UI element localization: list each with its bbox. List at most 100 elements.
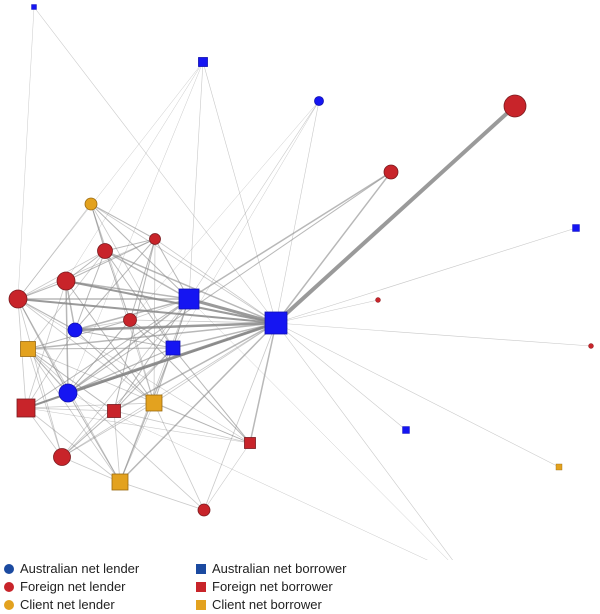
edge-hub-AL3	[275, 100, 320, 324]
edge-hub-FL2	[275, 171, 392, 324]
edge-CB1-FL8	[27, 348, 63, 458]
edge-CB2-FL9	[153, 402, 205, 511]
edge-FB2-FB3	[113, 410, 251, 444]
edge-FL5-CB1	[27, 250, 106, 350]
node-FL1	[503, 94, 527, 118]
edge-B2-CB1	[27, 347, 174, 350]
edge-FB2-CB3	[113, 410, 121, 483]
edge-hub-FB3	[249, 322, 277, 444]
edge-hub-FL1	[274, 104, 517, 325]
edge-FL7-CB2	[129, 319, 155, 404]
edge-FL4-FB1	[25, 280, 67, 409]
edge-CB1-FL9	[27, 348, 205, 511]
edge-hub-FL10	[275, 322, 453, 560]
edge-FL4-FL6	[65, 238, 156, 282]
edge-AL1-CB3	[67, 392, 121, 483]
edge-FL5-FL6	[104, 238, 156, 252]
node-FL5	[97, 243, 113, 259]
node-FL9	[197, 503, 211, 517]
edge-B3-FL3	[17, 61, 204, 300]
network-graph	[8, 4, 594, 560]
node-B1	[178, 288, 200, 310]
edge-hub-FL6	[154, 238, 277, 324]
edge-FB1-FB3	[25, 407, 251, 444]
edge-B2-FL8	[61, 347, 174, 458]
edge-AL1-FL3	[17, 298, 69, 394]
edge-FL4-CB2	[65, 280, 155, 404]
edge-hub-AL2	[73, 321, 278, 332]
node-FL4	[56, 271, 76, 291]
legend-australian-net-borrower: Australian net borrower	[196, 561, 346, 576]
legend-label: Australian net lender	[20, 561, 140, 576]
edge-AL3-AL1	[67, 100, 320, 394]
edge-hub-FL8	[61, 322, 277, 458]
edge-FL10-B1	[188, 298, 449, 560]
edge-hub-FL11	[275, 299, 379, 324]
edge-B1-B3	[188, 61, 204, 300]
node-FL6	[149, 233, 161, 245]
edge-FL10-AL1	[67, 392, 428, 560]
edge-B1-FL8	[61, 298, 190, 458]
legend-foreign-net-borrower: Foreign net borrower	[196, 579, 333, 594]
legend-client-net-lender: Client net lender	[4, 597, 115, 612]
edge-AL2-CB2	[74, 329, 155, 404]
legend-label: Foreign net borrower	[212, 579, 333, 594]
edge-CL1-CB2	[90, 203, 155, 404]
node-layer	[8, 4, 594, 517]
edge-CB1-FB2	[27, 348, 115, 412]
legend-client-net-borrower: Client net borrower	[196, 597, 322, 612]
node-FL3	[8, 289, 28, 309]
edge-B2-CB3	[119, 347, 174, 483]
legend-label: Client net borrower	[212, 597, 322, 612]
edge-FB2-FL8	[61, 410, 115, 458]
edge-hub-CL1	[90, 203, 277, 324]
node-FB1	[16, 398, 36, 418]
node-CL1	[84, 197, 98, 211]
edge-CB2-FL3	[17, 298, 155, 404]
edge-hub-CB2	[153, 322, 277, 404]
node-AL3	[314, 96, 324, 106]
edge-B1-AL3	[188, 100, 320, 300]
edge-hub-FB2	[113, 322, 277, 412]
node-B3	[198, 57, 208, 67]
edge-FL5-CL1	[90, 203, 106, 252]
edge-AL2-FL6	[74, 238, 156, 331]
edge-AL1-FL2	[67, 171, 392, 394]
edge-FL8-CB3	[61, 456, 121, 483]
edge-hub-B5	[275, 322, 407, 431]
edge-B1-CL1	[90, 203, 190, 300]
edge-hub-B3	[202, 61, 277, 324]
edge-B1-FB1	[25, 298, 190, 409]
node-CB2	[145, 394, 163, 412]
legend-foreign-net-lender: Foreign net lender	[4, 579, 126, 594]
edge-hub-CB3	[119, 322, 277, 483]
legend-label: Australian net borrower	[212, 561, 347, 576]
edge-AL1-B2	[67, 347, 174, 394]
legend-label: Client net lender	[20, 597, 115, 612]
legend-australian-net-lender: Australian net lender	[4, 561, 139, 576]
circle-icon	[4, 599, 14, 610]
edge-hub-CB4	[275, 322, 560, 468]
edge-hub-FL9	[203, 322, 277, 511]
node-FL11	[375, 297, 381, 303]
edge-hub-FL12	[275, 322, 592, 347]
edge-Btop-FL3	[17, 6, 35, 300]
circle-icon	[4, 563, 14, 574]
edge-B1-AL1	[67, 298, 190, 394]
square-icon	[196, 599, 206, 610]
edge-hub-B4	[275, 227, 577, 324]
edge-CL1-FL3	[17, 203, 92, 300]
edge-hub-FL7	[129, 319, 277, 324]
edge-layer	[17, 6, 592, 560]
edge-CL1-B2	[90, 203, 174, 349]
edge-hub-B1	[187, 297, 278, 325]
edge-FL6-FL3	[17, 238, 156, 300]
edge-FL3-FB3	[17, 298, 251, 444]
edge-FL8-FL3	[17, 298, 63, 458]
edge-B1-FL5	[104, 250, 190, 300]
edge-AL2-B2	[74, 329, 174, 349]
node-FL2	[383, 164, 399, 180]
node-FB3	[244, 437, 256, 449]
edge-B1-FL2	[188, 171, 392, 300]
node-AL1	[58, 383, 78, 403]
